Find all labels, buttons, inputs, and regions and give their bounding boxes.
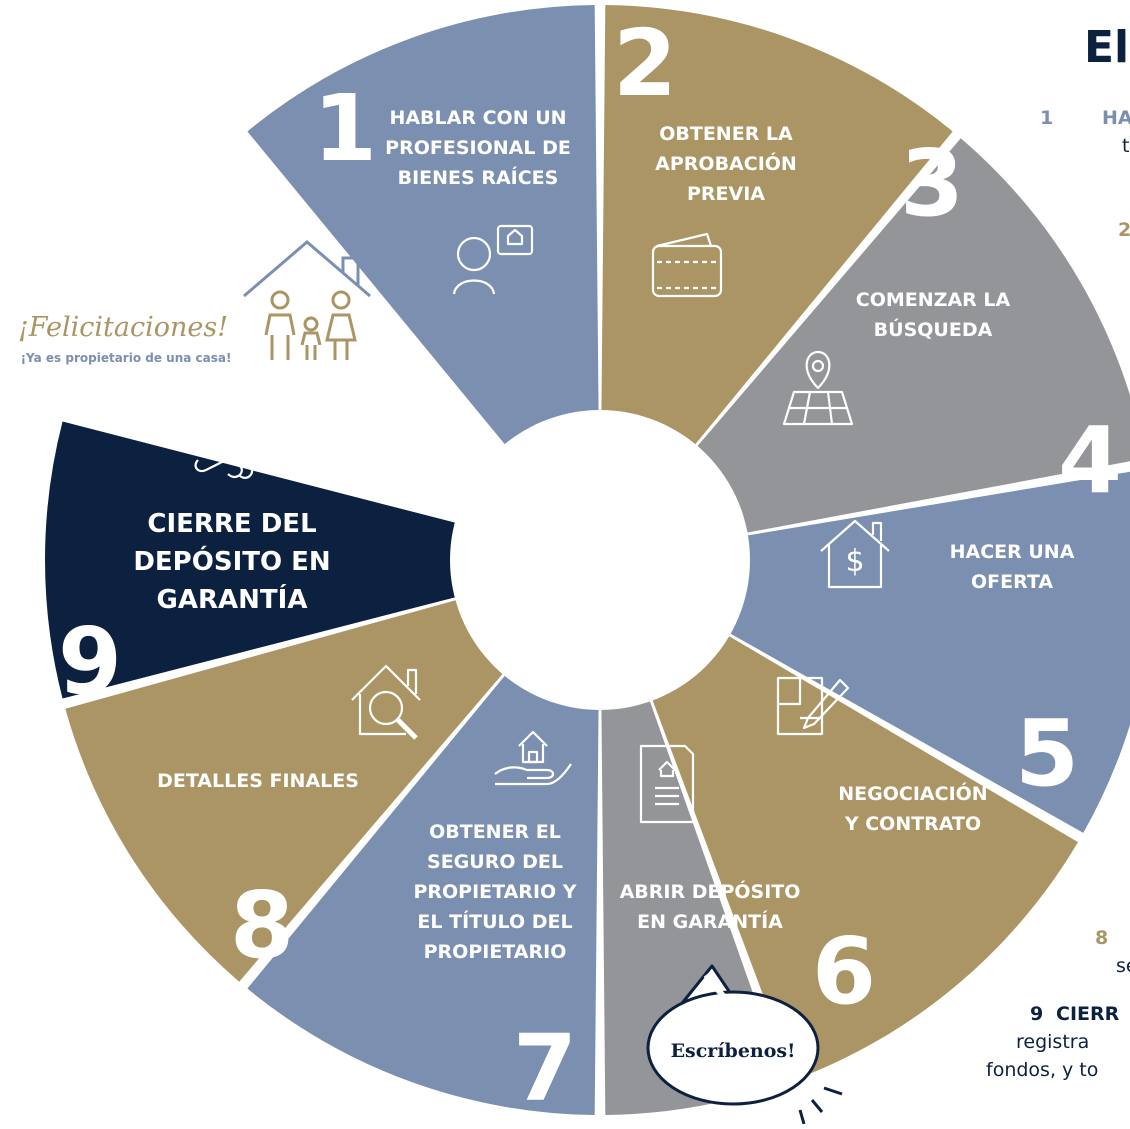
step-8-label-line: DETALLES FINALES [157, 770, 359, 792]
side-item-1-text: HA [1102, 107, 1130, 129]
step-2-label-line: PREVIA [687, 183, 765, 205]
center-hole [450, 410, 750, 710]
wheel-sectors: 1 HABLAR CON UN PROFESIONAL DE BIENES RAÍCE… [45, 5, 1130, 1122]
step-9-label-line: DEPÓSITO EN [133, 545, 330, 577]
step-2-label-line: OBTENER LA [659, 123, 793, 145]
side-item-9-cont1: registra [1016, 1031, 1089, 1053]
side-item-8-cont: se [1116, 955, 1130, 977]
step-number-9: 9 [58, 608, 122, 715]
step-4-label-line: HACER UNA [950, 541, 1075, 563]
congrats-subtext: ¡Ya es propietario de una casa! [21, 351, 232, 365]
step-3-label-line: COMENZAR LA [856, 289, 1011, 311]
step-9-label-line: GARANTÍA [157, 583, 308, 615]
contact-bubble-button[interactable]: Escríbenos! [646, 964, 843, 1125]
step-4-label-line: OFERTA [971, 571, 1053, 593]
emphasis-lines-icon [798, 1086, 843, 1125]
svg-text:$: $ [845, 544, 864, 579]
step-7-label-line: OBTENER EL [429, 821, 561, 843]
step-sector-shape-9 [45, 421, 601, 699]
step-sector-9: 9 CIERRE DEL DEPÓSITO EN GARANTÍA [45, 409, 601, 715]
step-5-label-line: NEGOCIACIÓN [838, 781, 987, 805]
blueprint-pencil-icon [776, 676, 850, 736]
step-7-label-line: PROPIETARIO [424, 941, 567, 963]
congrats-heading: ¡Felicitaciones! [18, 312, 228, 343]
step-1-label-line: BIENES RAÍCES [398, 166, 559, 189]
contact-bubble-label: Escríbenos! [671, 1040, 796, 1062]
step-5-label-line: Y CONTRATO [844, 813, 981, 835]
step-number-7: 7 [513, 1015, 577, 1122]
side-item-9-text: CIERR [1056, 1003, 1120, 1025]
step-sector-shape-8 [65, 560, 600, 982]
step-number-2: 2 [613, 10, 677, 117]
side-item-2-num: 2 [1118, 219, 1130, 241]
house-dollar-icon: $ [820, 519, 890, 589]
step-6-label-line: EN GARANTÍA [637, 910, 783, 933]
handshake-icon [183, 409, 281, 479]
step-7-label-line: PROPIETARIO Y [413, 881, 576, 903]
map-pin-icon [782, 350, 854, 426]
step-number-1: 1 [313, 75, 377, 182]
step-sector-shape-1 [247, 5, 600, 560]
step-2-label-line: APROBACIÓN [655, 151, 797, 175]
step-sector-shape-2 [600, 5, 953, 560]
step-number-5: 5 [1015, 700, 1079, 807]
step-7-label-line: SEGURO DEL [427, 851, 563, 873]
wallet-icon [651, 232, 723, 298]
step-sector-7: 7 OBTENER EL SEGURO DEL PROPIETARIO Y EL TÍT… [247, 560, 600, 1122]
step-7-label-line: EL TÍTULO DEL [417, 910, 572, 933]
step-1-label-line: PROFESIONAL DE [385, 137, 571, 159]
step-3-label-line: BÚSQUEDA [874, 317, 993, 341]
step-sector-8: 8 DETALLES FINALES [65, 560, 600, 982]
side-item-9-cont2: fondos, y to [986, 1059, 1098, 1081]
step-6-label-line: ABRIR DEPÓSITO [620, 879, 801, 903]
step-sector-shape-7 [247, 560, 600, 1115]
family-house-icon [243, 240, 371, 360]
step-sector-shape-3 [600, 138, 1130, 560]
step-9-label-line: CIERRE DEL [147, 509, 316, 539]
page-title: El [1084, 22, 1129, 73]
agent-chat-icon [452, 224, 534, 295]
step-number-8: 8 [230, 872, 294, 979]
step-number-3: 3 [900, 130, 964, 237]
side-step-list: 1 HA t 2 8 se 9 CIERR registra fondos, y… [986, 107, 1130, 1081]
side-item-8-num: 8 [1095, 927, 1108, 949]
side-item-1-num: 1 [1040, 107, 1053, 129]
step-number-4: 4 [1058, 407, 1122, 514]
step-sector-1: 1 HABLAR CON UN PROFESIONAL DE BIENES RAÍCE… [247, 5, 600, 560]
side-item-1-cont: t [1122, 135, 1129, 157]
document-icon [639, 744, 695, 824]
step-number-6: 6 [812, 918, 876, 1025]
side-item-9-num: 9 [1030, 1003, 1043, 1025]
step-sector-shape-5 [600, 560, 1078, 1080]
hand-house-icon [494, 730, 572, 786]
house-magnifier-icon [351, 664, 421, 740]
step-1-label-line: HABLAR CON UN [389, 107, 566, 129]
